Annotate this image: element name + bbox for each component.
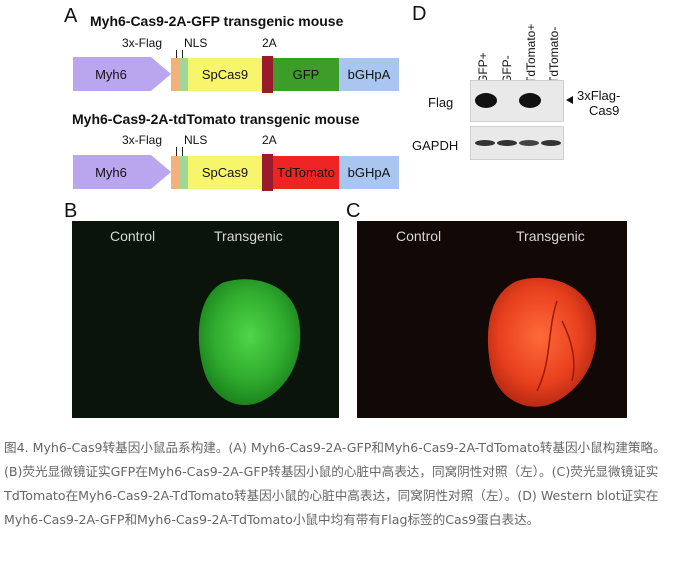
construct-2-flag-tick	[176, 147, 177, 157]
tdtomato-vessel	[536, 300, 575, 392]
arrowhead-icon	[566, 96, 573, 104]
band-gapdh-4	[541, 140, 561, 146]
construct-2-promoter-label: Myh6	[95, 164, 127, 180]
panel-label-b: B	[64, 200, 78, 222]
construct-1-2a-block	[262, 56, 273, 93]
band-flag-tdtomato-pos	[519, 93, 541, 108]
construct-1-promoter-shape	[73, 57, 171, 91]
construct-1-promoter-arrow	[73, 57, 171, 91]
band-gapdh-2	[497, 140, 517, 146]
construct-2-polya-block: bGHpA	[339, 156, 399, 189]
construct-1-gfp-block: GFP	[273, 58, 339, 91]
construct-1-flag-tick	[176, 50, 177, 60]
lane-label-tdtomato-neg: TdTomato-	[547, 26, 561, 84]
tdtomato-heart-image	[487, 277, 597, 407]
construct-1-nls-block	[180, 58, 188, 91]
construct-1-2a-label: 2A	[262, 36, 277, 50]
construct-1-flag-block	[171, 58, 180, 91]
blot-gapdh	[470, 126, 564, 160]
tdtomato-heart-shape	[487, 277, 597, 407]
construct-2-flag-block	[171, 156, 180, 189]
panel-label-a: A	[64, 5, 78, 27]
construct-2-2a-block	[262, 154, 273, 191]
construct-2-title: Myh6-Cas9-2A-tdTomato transgenic mouse	[72, 111, 360, 127]
construct-2-nls-label: NLS	[184, 133, 208, 147]
row-label-flag: Flag	[428, 95, 454, 110]
construct-1-cas9-block: SpCas9	[188, 58, 262, 91]
construct-2-promoter-arrow	[73, 155, 171, 189]
photo-gfp-heart	[72, 221, 339, 418]
arrow-label-line1: 3xFlag-	[577, 88, 621, 103]
construct-1-nls-tick	[182, 50, 183, 60]
panel-label-c: C	[346, 200, 361, 222]
construct-1-promoter-label: Myh6	[95, 66, 127, 82]
photo-b-control-label: Control	[110, 228, 156, 244]
figure-caption: 图4. Myh6-Cas9转基因小鼠品系构建。(A) Myh6-Cas9-2A-…	[4, 440, 666, 527]
construct-2-nls-tick	[182, 147, 183, 157]
panel-label-d: D	[412, 3, 427, 25]
photo-c-control-label: Control	[396, 228, 442, 244]
construct-2-flag-label: 3x-Flag	[122, 133, 163, 147]
construct-2-promoter-shape	[73, 155, 171, 189]
construct-1-nls-label: NLS	[184, 36, 208, 50]
construct-1-title: Myh6-Cas9-2A-GFP transgenic mouse	[90, 13, 344, 29]
construct-2-cas9-block: SpCas9	[188, 156, 262, 189]
gfp-heart-shape	[198, 279, 301, 406]
row-label-gapdh: GAPDH	[412, 138, 459, 153]
photo-c-transgenic-label: Transgenic	[516, 228, 585, 244]
gfp-heart-image	[198, 279, 301, 406]
construct-1-flag-label: 3x-Flag	[122, 36, 163, 50]
photo-tdtomato-heart	[357, 221, 627, 418]
construct-2-nls-block	[180, 156, 188, 189]
photo-b-transgenic-label: Transgenic	[214, 228, 283, 244]
band-gapdh-3	[519, 140, 539, 146]
construct-2-tdtomato-block: TdTomato	[273, 156, 339, 189]
band-flag-gfp-pos	[475, 93, 497, 108]
construct-1-polya-block: bGHpA	[339, 58, 399, 91]
blot-flag	[470, 80, 564, 122]
arrow-label-line2: Cas9	[589, 103, 620, 118]
lane-label-tdtomato-pos: TdTomato+	[524, 23, 538, 84]
band-gapdh-1	[475, 140, 495, 146]
construct-2-2a-label: 2A	[262, 133, 277, 147]
